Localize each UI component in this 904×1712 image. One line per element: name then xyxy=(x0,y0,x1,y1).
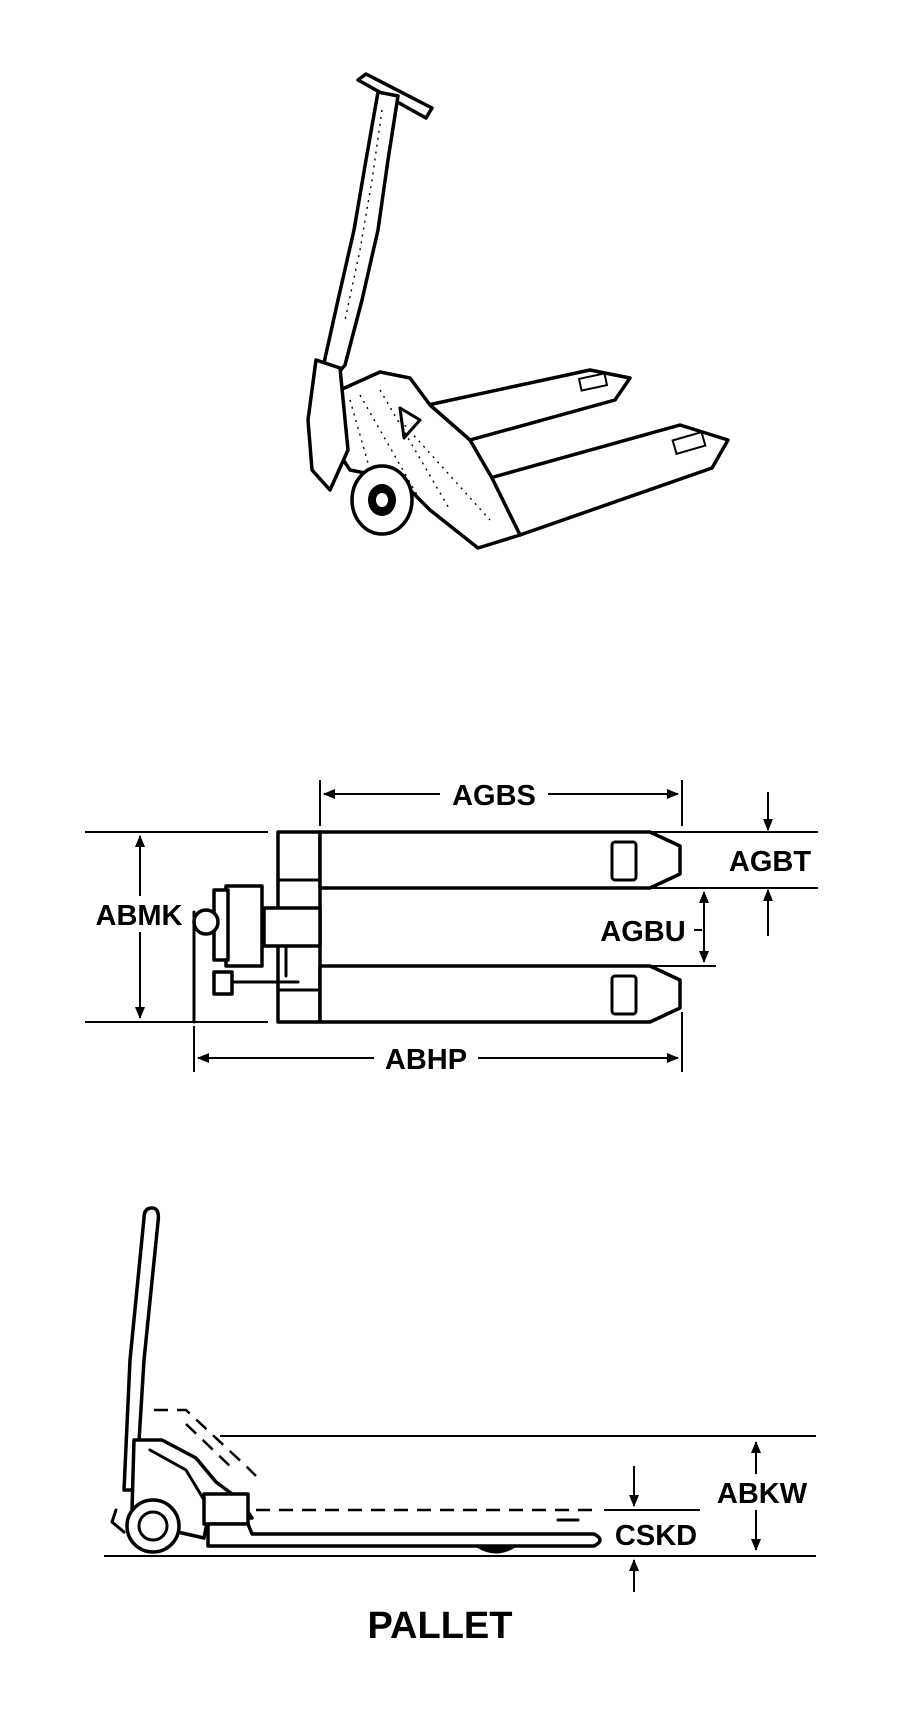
side-handle xyxy=(122,1206,161,1492)
plan-fork-upper-roller xyxy=(610,840,638,882)
cskd-label: CSKD xyxy=(615,1520,697,1552)
agbt-label: AGBT xyxy=(729,846,811,878)
iso-chassis xyxy=(328,370,522,550)
abhp-label: ABHP xyxy=(385,1044,467,1076)
iso-fork-right xyxy=(488,423,730,537)
plan-handle-mount xyxy=(262,906,322,948)
plan-pump-housing xyxy=(224,884,264,968)
isometric-view xyxy=(306,72,730,550)
plan-fork-lower xyxy=(318,964,682,1024)
plan-release-lever xyxy=(212,970,234,996)
agbu-label: AGBU xyxy=(600,916,685,948)
side-load-roller xyxy=(476,1547,516,1554)
side-view: ABKW CSKD xyxy=(104,1206,816,1592)
side-fork xyxy=(206,1522,602,1548)
side-steer-wheel xyxy=(125,1498,181,1554)
diagram-caption: PALLET xyxy=(368,1605,513,1647)
side-handle-lowered-ghost xyxy=(154,1408,257,1477)
plan-fork-lower-roller xyxy=(610,974,638,1016)
agbs-label: AGBS xyxy=(452,780,536,812)
abkw-label: ABKW xyxy=(717,1478,808,1510)
handle-shaft xyxy=(320,90,400,382)
plan-fork-upper xyxy=(318,830,682,890)
abmk-label: ABMK xyxy=(96,900,183,932)
top-view: ABMK AGBS AGBT xyxy=(85,776,818,1076)
